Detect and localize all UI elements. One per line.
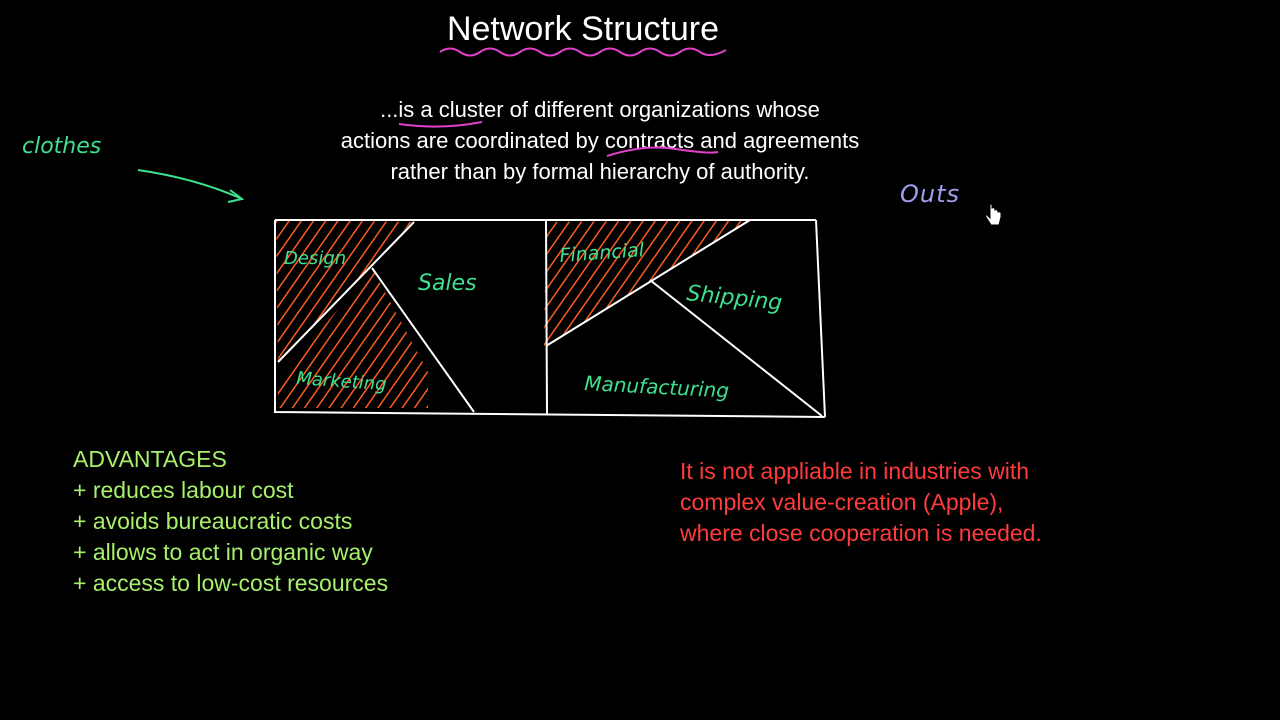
box-divider <box>545 219 548 415</box>
advantage-item: + avoids bureaucratic costs <box>73 508 353 534</box>
network-diagram: Design Sales Marketing Financial Shippin… <box>274 219 826 418</box>
cluster-underline <box>398 121 483 128</box>
financial-separator <box>545 219 751 347</box>
segment-shipping: Shipping <box>685 281 783 316</box>
segment-sales: Sales <box>418 271 477 296</box>
design-hatch <box>276 220 412 362</box>
hand-pointer-cursor-icon <box>985 203 1002 226</box>
segment-design: Design <box>284 248 346 269</box>
advantages-heading: ADVANTAGES <box>73 446 227 472</box>
shipping-separator <box>649 279 823 417</box>
box-bottom-edge <box>274 220 826 418</box>
note-outs: Outs <box>900 180 961 208</box>
design-separator <box>277 221 415 363</box>
sales-separator <box>371 267 475 413</box>
definition-line-1-start: ...is a <box>380 97 439 122</box>
disadvantage-note: It is not appliable in industries with c… <box>680 456 1042 549</box>
definition-line-2-start: actions are coordinated by <box>340 128 605 153</box>
disadvantage-line: It is not appliable in industries with <box>680 458 1030 484</box>
definition-line-1-end: of different organizations whose <box>503 97 820 122</box>
page-title: Network Structure <box>446 10 720 48</box>
marketing-hatch <box>278 268 428 408</box>
advantage-item: + access to low-cost resources <box>73 570 389 596</box>
box-right-edge <box>815 219 826 418</box>
definition-line-2: actions are coordinated by contracts and… <box>240 125 960 156</box>
keyword-cluster: cluster <box>438 97 504 122</box>
definition-line-3: rather than by formal hierarchy of autho… <box>390 159 810 184</box>
title-underline <box>439 47 727 57</box>
segment-manufacturing: Manufacturing <box>584 371 730 403</box>
arrow-icon <box>137 169 245 203</box>
disadvantage-line: complex value-creation (Apple), <box>680 489 1004 515</box>
disadvantage-line: where close cooperation is needed. <box>680 520 1042 546</box>
advantages-list: ADVANTAGES + reduces labour cost + avoid… <box>73 444 388 599</box>
definition-line-2-end: and agreements <box>694 128 860 153</box>
note-clothes: clothes <box>22 134 102 159</box>
advantage-item: + allows to act in organic way <box>73 539 373 565</box>
definition-text: ...is a cluster of different organizatio… <box>240 94 960 187</box>
contracts-underline <box>606 146 719 157</box>
definition-line-1: ...is a cluster of different organizatio… <box>240 94 960 125</box>
advantage-item: + reduces labour cost <box>73 477 294 503</box>
